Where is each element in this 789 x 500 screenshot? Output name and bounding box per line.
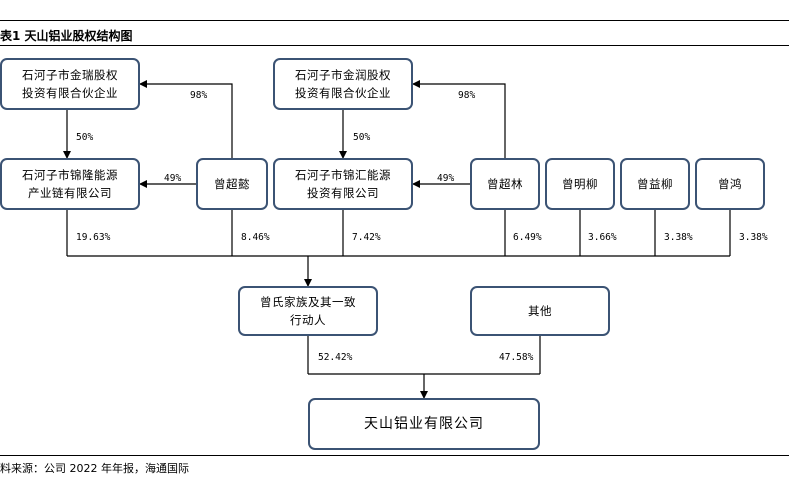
title-rule — [0, 45, 789, 46]
node-others: 其他 — [470, 286, 610, 336]
label-jinrun-jinhui: 50% — [353, 132, 371, 143]
label-jinlong-family: 19.63% — [76, 232, 111, 243]
label-chaoyi-jinlong: 49% — [164, 173, 182, 184]
label-chaoyi-jinrui: 98% — [190, 90, 208, 101]
node-family: 曾氏家族及其一致 行动人 — [238, 286, 378, 336]
node-jinrui: 石河子市金瑞股权 投资有限合伙企业 — [0, 58, 140, 110]
label-jinhui-family: 7.42% — [352, 232, 381, 243]
label-chaolin-jinrun: 98% — [458, 90, 476, 101]
label-chaoyi-family: 8.46% — [241, 232, 270, 243]
node-company: 天山铝业有限公司 — [308, 398, 540, 450]
figure-title: 表1 天山铝业股权结构图 — [0, 29, 133, 43]
label-hong-family: 3.38% — [739, 232, 768, 243]
bottom-rule — [0, 455, 789, 456]
node-zeng-chaoyi: 曾超懿 — [196, 158, 268, 210]
label-jinrui-jinlong: 50% — [76, 132, 94, 143]
node-zeng-chaolin: 曾超林 — [470, 158, 540, 210]
edge-chaoyi-jinrui — [139, 80, 233, 158]
node-zeng-yiliu: 曾益柳 — [620, 158, 690, 210]
label-yiliu-family: 3.38% — [664, 232, 693, 243]
edge-chaolin-jinrun — [412, 80, 506, 158]
node-zeng-mingliu: 曾明柳 — [545, 158, 615, 210]
node-jinrun: 石河子市金润股权 投资有限合伙企业 — [273, 58, 413, 110]
source-note: 料来源：公司 2022 年年报，海通国际 — [0, 462, 189, 475]
node-jinhui: 石河子市锦汇能源 投资有限公司 — [273, 158, 413, 210]
label-family-company: 52.42% — [318, 352, 353, 363]
label-mingliu-family: 3.66% — [588, 232, 617, 243]
label-chaolin-jinhui: 49% — [437, 173, 455, 184]
label-others-company: 47.58% — [499, 352, 534, 363]
node-zeng-hong: 曾鸿 — [695, 158, 765, 210]
label-chaolin-family: 6.49% — [513, 232, 542, 243]
node-jinlong: 石河子市锦隆能源 产业链有限公司 — [0, 158, 140, 210]
top-rule — [0, 20, 789, 21]
